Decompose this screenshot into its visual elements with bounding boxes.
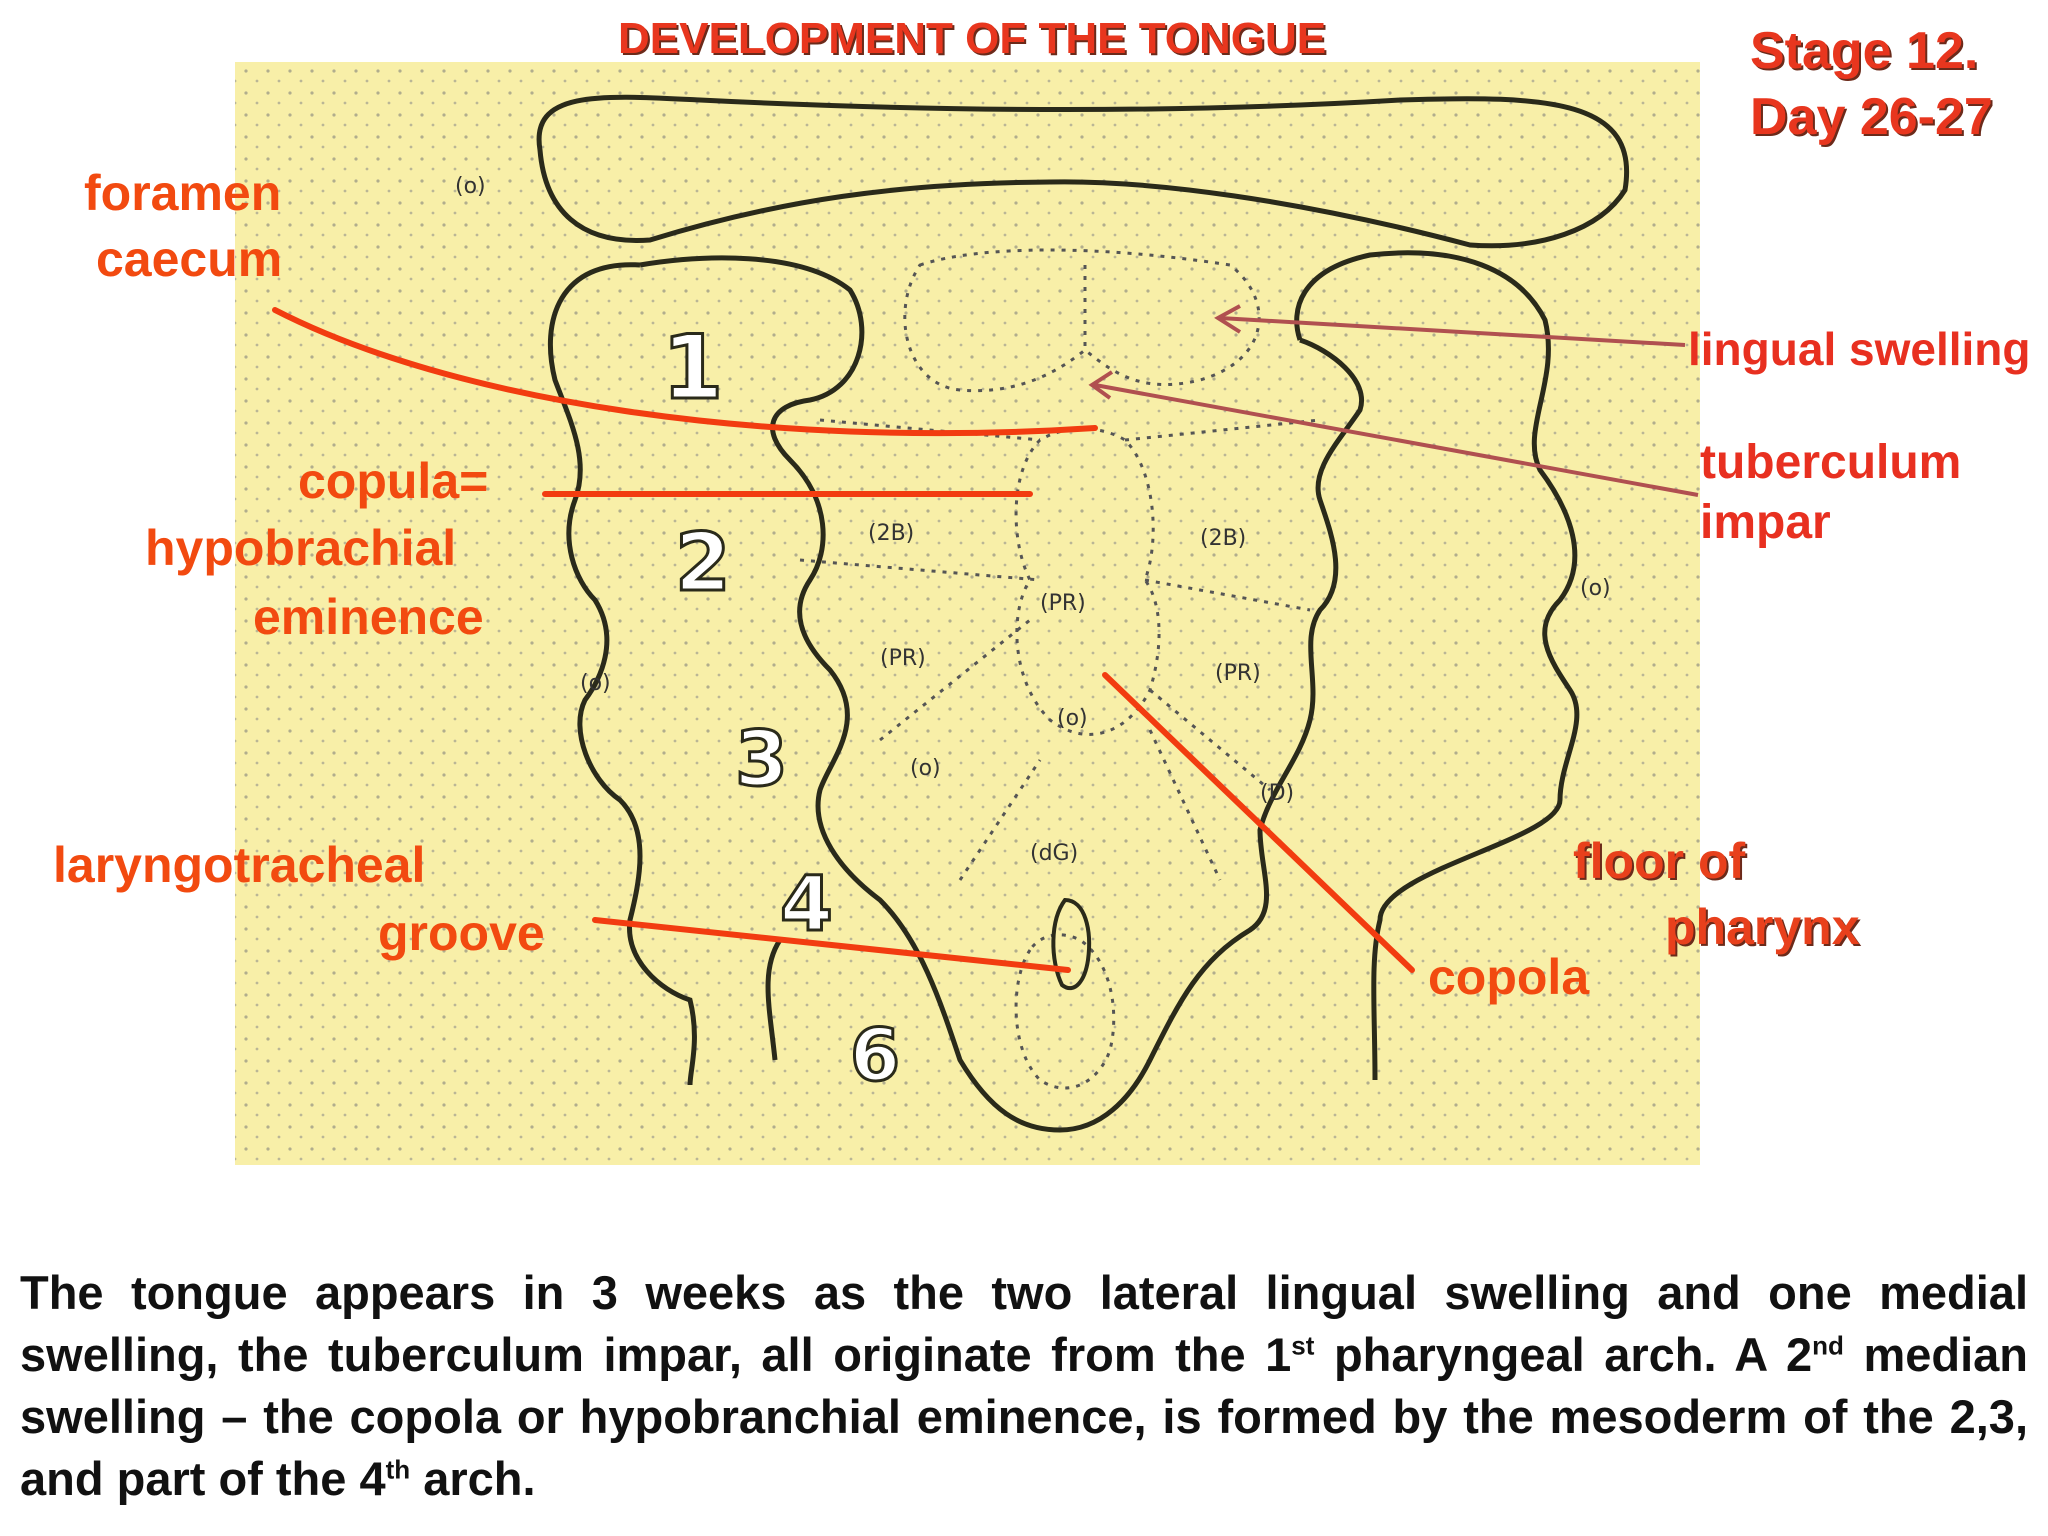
right-arch-outline [1294,250,1580,1081]
para-part-1: The tongue appears in 3 weeks as the two… [20,1266,2028,1381]
label-tuberculum: tuberculum [1700,436,1962,489]
para-sup-1: st [1291,1330,1315,1361]
para-sup-3: th [385,1454,411,1485]
mark-d: (D) [1260,781,1294,806]
arrow-pointers [1088,304,1699,497]
tuberculum-pointer [1094,383,1699,497]
lingual-swelling-arrowhead [1214,304,1242,334]
copola-pointer [1102,672,1415,973]
arch-number-6: 6 [850,1013,900,1097]
mark-o-right: (o) [1580,576,1611,601]
label-foramen: foramen [84,165,282,221]
label-copula: copula= [298,453,489,509]
mark-pr-right: (PR) [1215,661,1261,686]
arch-number-4: 4 [780,859,833,948]
label-copola: copola [1428,949,1590,1005]
page-title: DEVELOPMENT OF THE TONGUE [618,14,1327,63]
arch-number-3: 3 [735,714,788,803]
stage-line-1: Stage 12. [1750,22,1979,80]
mark-pr-left: (PR) [880,646,926,671]
lingual-swelling-pointer [1219,316,1686,347]
left-arch-outline [547,262,697,1086]
label-floor-of: floor of [1573,833,1746,889]
mark-o-top: (o) [455,174,486,199]
upper-arch-outline [536,94,1630,249]
first-arch-left [639,255,1365,1133]
para-sup-2: nd [1812,1330,1844,1361]
mark-o-left: (o) [580,671,611,696]
tuberculum-arrowhead [1088,370,1114,400]
mark-dg: (dG) [1030,841,1078,866]
stipple-texture [235,62,1700,1165]
label-laryngotracheal: laryngotracheal [53,837,426,893]
label-impar: impar [1700,496,1831,549]
stage-line-2: Day 26-27 [1750,88,1993,146]
label-hypobrachial: hypobrachial [145,520,457,576]
description-paragraph: The tongue appears in 3 weeks as the two… [20,1262,2028,1510]
mark-pr-center: (PR) [1040,591,1086,616]
para-part-4: arch. [410,1452,536,1505]
laryngotracheal-slot [1051,897,1092,991]
label-caecum: caecum [96,231,283,287]
red-pointer-lines [272,307,1415,973]
para-part-2: pharyngeal arch. A 2 [1314,1328,1813,1381]
groove-pointer [592,917,1071,973]
label-pharynx: pharynx [1665,899,1860,955]
mark-o-lower: (o) [910,756,941,781]
label-eminence: eminence [253,589,484,645]
mark-2b-left: (2B) [868,521,914,546]
foramen-pointer [272,307,1098,437]
outer-left-edge [765,938,783,1061]
arch-number-1: 1 [662,316,723,419]
arch-number-group: 1 2 3 4 6 [661,315,902,1099]
mark-2b-right: (2B) [1200,526,1246,551]
para-part-3: median swelling – the copola or hypobran… [20,1328,2029,1505]
stage-label: Stage 12. Day 26-27 [1750,18,1993,150]
mark-o-center: (o) [1057,706,1088,731]
label-lingual-swelling: lingual swelling [1688,323,2031,375]
label-groove: groove [378,905,545,961]
arch-number-2: 2 [675,516,731,609]
internal-dotted-lines [799,248,1321,1090]
small-mark-group: (o) (2B) (2B) (PR) (PR) (PR) (o) (o) (o)… [455,174,1611,866]
